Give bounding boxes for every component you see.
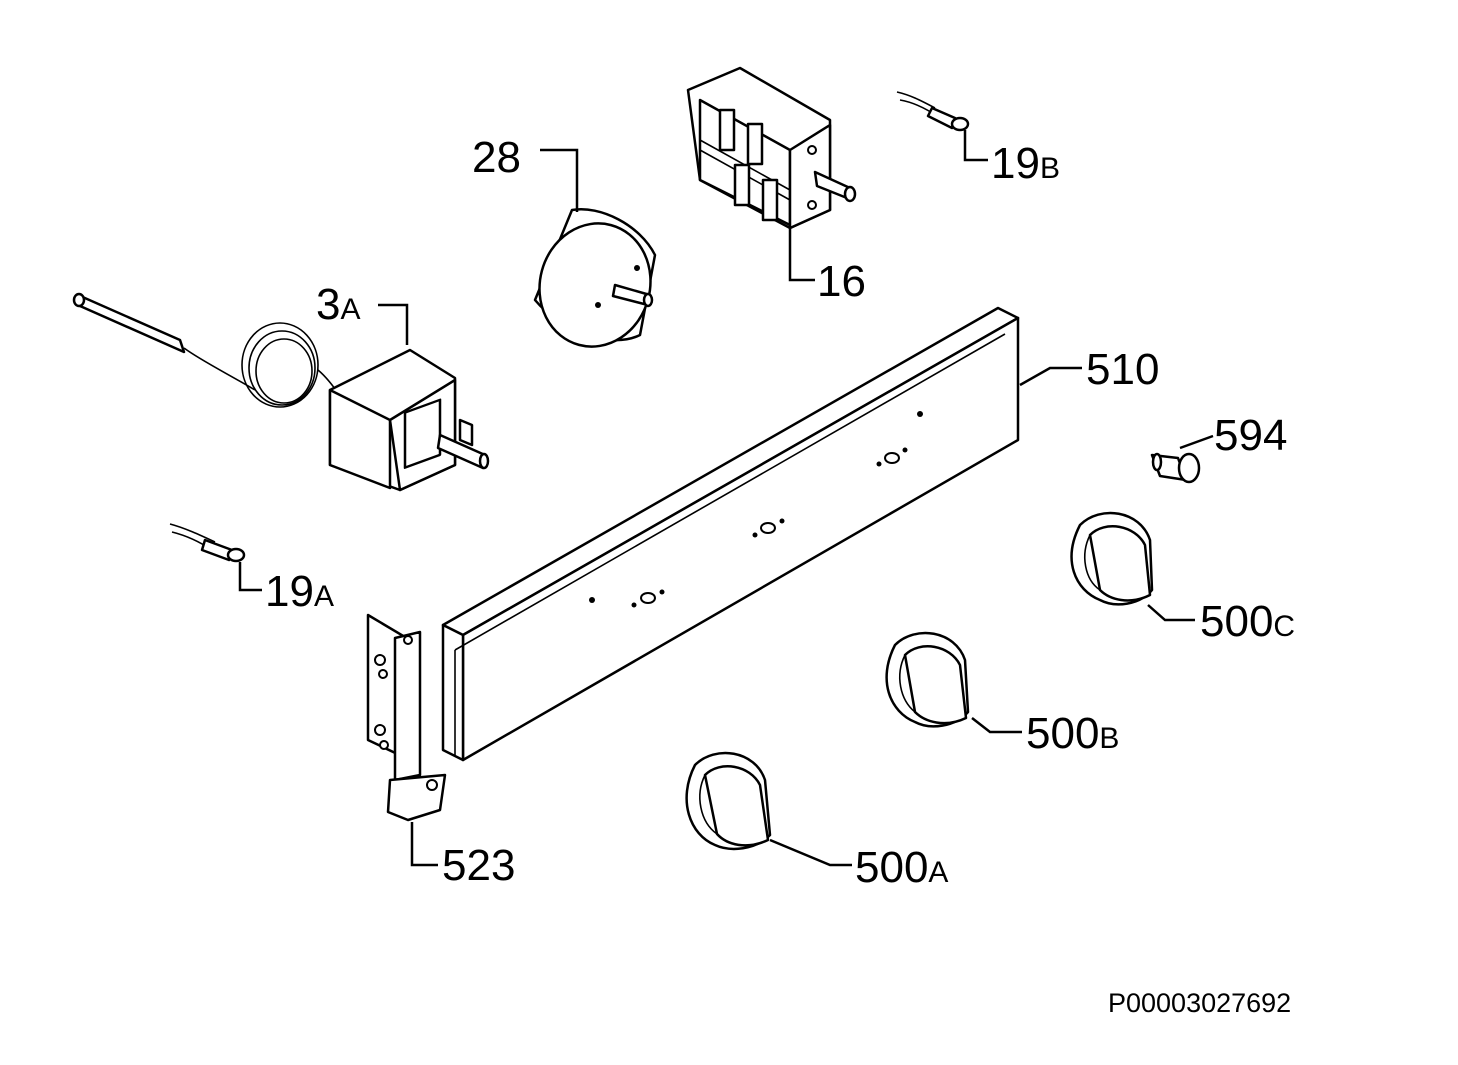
leader-500b — [971, 717, 1022, 734]
leader-28 — [540, 148, 579, 212]
leader-lines — [238, 130, 1214, 867]
leader-19a — [238, 562, 262, 592]
leader-500a — [769, 838, 852, 867]
knob-500b — [885, 631, 970, 728]
label-500a: 500A — [855, 843, 948, 892]
part-labels: 28 16 19B 3A 510 594 19A 500C 500B 500A … — [265, 133, 1295, 1018]
leader-510 — [1019, 366, 1082, 387]
indicator-lamp-19a — [169, 523, 246, 563]
knob-500c — [1070, 511, 1154, 606]
label-19b: 19B — [991, 139, 1060, 188]
thermostat-3a — [72, 292, 490, 492]
timer-28 — [533, 207, 657, 348]
leader-594 — [1179, 434, 1214, 450]
leader-500c — [1147, 604, 1195, 622]
indicator-lamp-19b — [896, 91, 970, 132]
leader-19b — [963, 130, 988, 162]
label-523: 523 — [442, 841, 515, 890]
label-19a: 19A — [265, 567, 334, 616]
label-500b: 500B — [1026, 709, 1119, 758]
leader-523 — [410, 822, 438, 867]
label-28: 28 — [472, 133, 521, 182]
lamp-594 — [1150, 452, 1201, 484]
leader-16 — [788, 226, 815, 282]
selector-switch-16 — [686, 66, 857, 230]
knob-500a — [685, 751, 772, 851]
label-594: 594 — [1214, 411, 1287, 460]
label-500c: 500C — [1200, 597, 1295, 646]
leader-3a — [378, 303, 409, 345]
label-3a: 3A — [316, 280, 361, 329]
bracket-523 — [366, 613, 447, 822]
control-panel-510 — [441, 306, 1020, 762]
label-510: 510 — [1086, 345, 1159, 394]
document-number: P00003027692 — [1108, 988, 1291, 1018]
label-16: 16 — [817, 257, 866, 306]
